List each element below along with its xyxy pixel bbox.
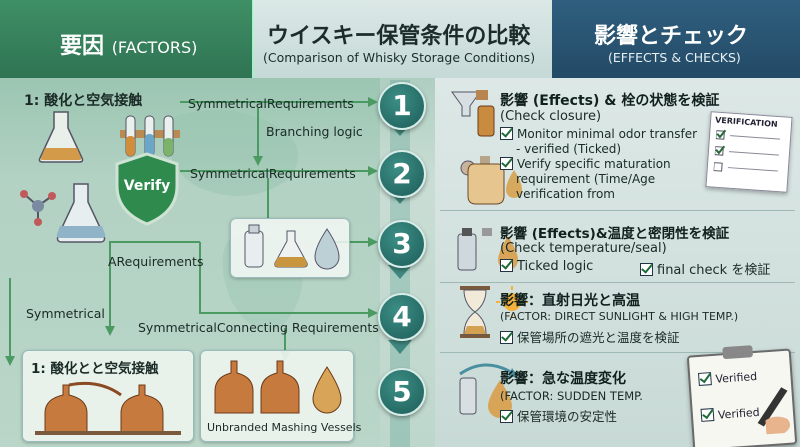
hourglass-sun-icon	[460, 286, 528, 338]
factors-title-en: (FACTORS)	[111, 38, 198, 57]
effect-3-check-2-text: final check を検証	[657, 263, 771, 278]
effect-1-check-1-text: Monitor minimal odor transfer	[517, 127, 698, 141]
effect-2-check-1c: verification from	[516, 187, 615, 201]
effect-3-subheading: (Check temperature/seal)	[500, 241, 667, 256]
center-title: ウイスキー保管条件の比較	[267, 24, 531, 49]
step-1-circle: 1	[378, 82, 426, 130]
label-symmetrical-requirements-2: SymmetricalRequirements	[190, 166, 356, 181]
effect-5-heading: 影響：急な温度変化	[500, 371, 626, 387]
verification-card: VERIFICATION	[705, 111, 793, 193]
label-symmetrical-requirements-1: SymmetricalRequirements	[188, 96, 354, 111]
effect-3-check-1-text: Ticked logic	[517, 259, 594, 274]
checkbox-icon	[500, 127, 513, 140]
verification-card-title: VERIFICATION	[714, 115, 778, 129]
effects-header: 影響とチェック (EFFECTS & CHECKS)	[552, 0, 800, 78]
perfume-bottle-icon	[460, 156, 522, 205]
center-subtitle: (Comparison of Whisky Storage Conditions…	[263, 50, 536, 65]
checkbox-icon	[640, 263, 653, 276]
shield-icon	[115, 152, 179, 226]
effects-subtitle: (EFFECTS & CHECKS)	[608, 50, 741, 65]
effect-4-heading: 影響：直射日光と高温	[500, 293, 640, 309]
effect-1-subheading: (Check closure)	[500, 109, 602, 124]
effect-3-heading: 影響 (Effects)&温度と密閉性を検証	[500, 226, 730, 242]
distillation-flask-icon	[56, 183, 106, 243]
effects-title: 影響とチェック	[594, 24, 749, 49]
effect-4-subheading: (FACTOR: DIRECT SUNLIGHT & HIGH TEMP.)	[500, 310, 739, 323]
effect-1-heading: 影響 (Effects) & 栓の状態を検証	[500, 93, 720, 109]
pen-hand-icon	[757, 387, 791, 435]
checkbox-icon	[698, 372, 712, 386]
effect-5-subheading: (FACTOR: SUDDEN TEMP.	[500, 389, 643, 403]
checkbox-icon	[700, 408, 715, 422]
verification-checklist-icon	[713, 129, 781, 172]
factors-title: 要因 (FACTORS)	[60, 28, 197, 60]
bottles-flask-drop-icon	[244, 224, 340, 270]
label-branching-logic: Branching logic	[266, 124, 363, 139]
oxidation-stills-box: 1: 酸化とと空気接触	[22, 350, 194, 442]
center-header: ウイスキー保管条件の比較 (Comparison of Whisky Stora…	[252, 0, 554, 78]
factor1-title: 1: 酸化と空気接触	[24, 93, 143, 109]
effect-1-check-1b: - verified (Ticked)	[516, 142, 622, 156]
effect-3-check-1: Ticked logic	[500, 259, 593, 274]
bottom-box1-title: 1: 酸化とと空気接触	[31, 361, 159, 377]
molecule-icon	[20, 190, 56, 226]
clipboard-clip-icon	[722, 345, 754, 360]
effect-4-check-1-text: 保管場所の遮光と温度を検証	[517, 330, 680, 345]
effect-1-check-1: Monitor minimal odor transfer	[500, 127, 697, 141]
flow-connectors	[5, 97, 378, 366]
step-5-circle: 5	[378, 368, 426, 416]
lab-vessels-box	[230, 218, 350, 278]
verify-shield: Verify	[114, 152, 180, 226]
checkbox-icon	[500, 410, 513, 423]
effect-2-check-1b: requirement (Time/Age	[516, 172, 656, 186]
bottle-cork-funnel-icon	[451, 90, 495, 137]
effect-2-check-1-text: Verify specific maturation	[517, 157, 671, 171]
effect-4-check-1: 保管場所の遮光と温度を検証	[500, 327, 680, 346]
checkbox-icon	[500, 331, 513, 344]
label-symmetrical-connecting-requirements: SymmetricalConnecting Requirements	[138, 320, 379, 335]
mashing-vessels-caption: Unbranded Mashing Vessels	[207, 421, 362, 434]
checkbox-icon	[500, 157, 513, 170]
step-2-circle: 2	[378, 150, 426, 198]
checkbox-icon	[500, 259, 513, 272]
verify-badge-text: Verify	[123, 178, 171, 194]
divider	[440, 210, 795, 211]
step-3-circle: 3	[378, 220, 426, 268]
effect-2-check-1: Verify specific maturation	[500, 157, 671, 171]
effect-3-check-2: final check を検証	[640, 259, 770, 278]
copper-stills-icon	[35, 381, 181, 435]
effect-5-check-1: 保管環境の安定性	[500, 406, 617, 425]
label-arequirements: ARequirements	[108, 254, 204, 269]
label-symmetrical: Symmetrical	[26, 306, 105, 321]
factors-title-jp: 要因	[60, 34, 105, 59]
factors-header: 要因 (FACTORS)	[0, 0, 252, 78]
divider	[440, 282, 795, 283]
verified-clipboard: Verified Verified	[686, 345, 798, 447]
effect-5-check-1-text: 保管環境の安定性	[517, 409, 618, 424]
mashing-vessels-box: Unbranded Mashing Vessels	[200, 350, 361, 442]
flask-icon	[38, 111, 84, 163]
cycle-bottle-drop-icon	[459, 363, 518, 418]
mashing-vessels-icon	[214, 360, 342, 414]
step-4-circle: 4	[378, 293, 426, 341]
divider	[440, 352, 795, 353]
test-tubes-icon	[120, 115, 180, 157]
